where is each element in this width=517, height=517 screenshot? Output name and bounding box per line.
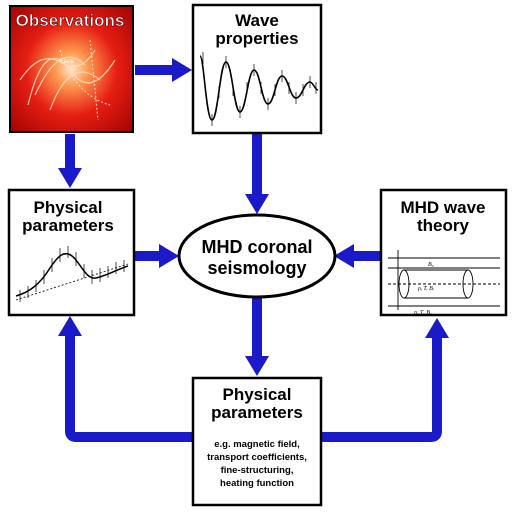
arrow-center-to-bottom-head bbox=[245, 356, 269, 376]
arrow-bottom-to-theory-head bbox=[425, 318, 449, 338]
mhd-wave-theory-node: MHD wave theory B₀ ρᵢ Tᵢ Bᵢ ρₑ Tₑ Bₑ bbox=[379, 188, 508, 317]
physical-parameters-left-title-line2: parameters bbox=[22, 216, 114, 235]
profile-error-bars bbox=[19, 246, 125, 302]
tube-label-inner: ρᵢ Tᵢ Bᵢ bbox=[417, 286, 434, 292]
arrow-obs-to-wave-head bbox=[172, 58, 192, 82]
flux-tube-sketch bbox=[388, 250, 500, 310]
arrow-bottom-to-phys-head bbox=[58, 316, 82, 336]
wave-properties-title-line1: Wave bbox=[235, 11, 279, 30]
flare-loops bbox=[19, 39, 116, 121]
arrow-phys-to-center-head bbox=[159, 244, 179, 268]
physical-parameters-left-node: Physical parameters bbox=[7, 188, 136, 317]
wave-properties-title-line2: properties bbox=[215, 29, 298, 48]
arrow-bottom-to-phys-shaft bbox=[65, 334, 193, 442]
mhd-wave-theory-title-line2: theory bbox=[417, 216, 470, 235]
arrow-obs-to-phys-head bbox=[58, 168, 82, 188]
bottom-detail-4: heating function bbox=[220, 478, 294, 489]
center-title-line2: seismology bbox=[207, 258, 306, 278]
arrow-wave-to-center-shaft bbox=[252, 134, 262, 196]
center-title-line1: MHD coronal bbox=[201, 237, 312, 257]
bottom-detail-3: fine-structuring, bbox=[221, 465, 294, 476]
bottom-detail-1: e.g. magnetic field, bbox=[214, 439, 300, 450]
observations-title: Observations bbox=[16, 11, 125, 30]
physical-parameters-bottom-node: Physical parameters e.g. magnetic field,… bbox=[191, 376, 323, 507]
wave-properties-node: Wave properties bbox=[191, 3, 323, 135]
arrow-obs-to-wave-shaft bbox=[135, 65, 175, 75]
tube-label-outer: ρₑ Tₑ Bₑ bbox=[413, 310, 432, 316]
physical-parameters-left-title-line1: Physical bbox=[34, 198, 103, 217]
oscillation-error-bars bbox=[202, 52, 317, 126]
bottom-detail-2: transport coefficients, bbox=[207, 452, 307, 463]
observations-node: Flare Observations bbox=[9, 5, 134, 133]
tube-label-top: B₀ bbox=[428, 262, 434, 268]
arrow-phys-to-center-shaft bbox=[135, 251, 161, 261]
arrow-obs-to-phys-shaft bbox=[65, 134, 75, 170]
flare-label: Flare bbox=[60, 59, 74, 65]
fit-curve bbox=[15, 252, 129, 297]
mhd-wave-theory-title-line1: MHD wave bbox=[400, 198, 485, 217]
arrow-wave-to-center-head bbox=[245, 194, 269, 214]
arrow-bottom-to-theory-shaft bbox=[321, 336, 442, 442]
arrows bbox=[58, 58, 449, 442]
arrow-center-to-bottom-shaft bbox=[252, 298, 262, 358]
arrow-theory-to-center-head bbox=[334, 244, 354, 268]
physical-parameters-bottom-title-line2: parameters bbox=[211, 403, 303, 422]
observations-image bbox=[11, 7, 132, 131]
center-node: MHD coronal seismology bbox=[177, 213, 337, 299]
damped-oscillation-curve bbox=[199, 55, 319, 121]
arrow-theory-to-center-shaft bbox=[352, 251, 380, 261]
physical-parameters-bottom-title-line1: Physical bbox=[223, 385, 292, 404]
